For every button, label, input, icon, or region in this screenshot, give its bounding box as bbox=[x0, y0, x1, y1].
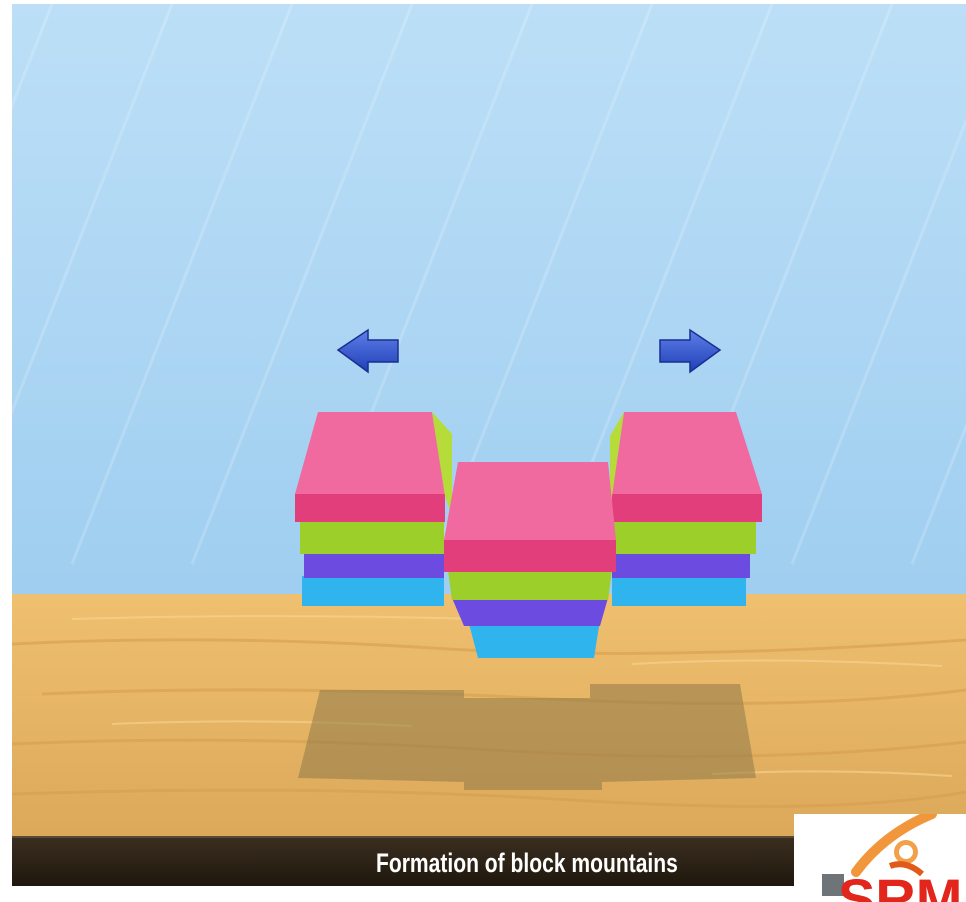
block-shadow bbox=[298, 684, 756, 790]
srm-logo: SRM bbox=[794, 814, 966, 902]
scene-illustration bbox=[12, 4, 966, 838]
left-block bbox=[295, 412, 452, 606]
right-block bbox=[610, 412, 762, 606]
caption-text: Formation of block mountains bbox=[376, 848, 678, 879]
animation-scene bbox=[12, 4, 966, 838]
logo-text: SRM bbox=[838, 867, 962, 902]
logo-graphic: SRM bbox=[794, 814, 966, 902]
